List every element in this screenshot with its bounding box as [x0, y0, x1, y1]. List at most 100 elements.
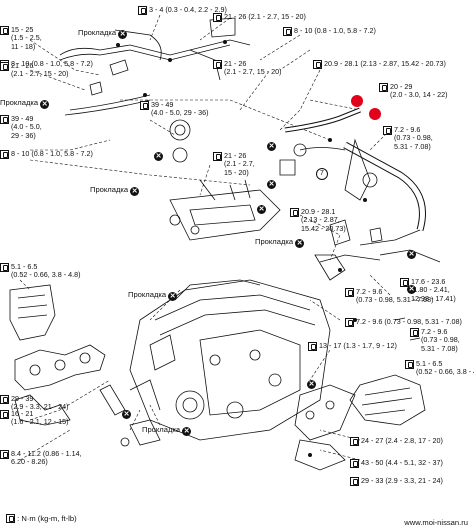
- torque-spec-line: 5.31 - 7.08): [421, 343, 458, 353]
- gasket-label: Прокладка✕: [255, 237, 305, 248]
- circled-x-icon: ✕: [307, 380, 316, 389]
- torque-spec-line: (2.1 - 2.7, 15 - 20): [11, 69, 69, 79]
- torque-spec-label: 20.9 - 28.1 (2.13 - 2.87, 15.42 - 20.73): [313, 59, 446, 69]
- torque-wrench-icon: [313, 60, 322, 69]
- circled-x-icon: ✕: [168, 292, 178, 301]
- highlight-marker: [351, 95, 363, 107]
- torque-spec-label: 21 - 26(2.1 - 2.7, 15 - 20): [213, 59, 282, 77]
- torque-spec-line: 5.1 - 6.5: [416, 359, 443, 368]
- torque-spec-line: 21 - 26 (2.1 - 2.7, 15 - 20): [224, 12, 306, 21]
- torque-wrench-icon: [0, 395, 9, 404]
- circled-x-icon: ✕: [267, 142, 276, 151]
- torque-wrench-icon: [6, 514, 15, 523]
- torque-spec-line: 5.1 - 6.5: [11, 262, 38, 271]
- torque-spec-label: 16 - 21(1.6 - 2.1, 12 - 15): [0, 409, 69, 427]
- torque-spec-line: 43 - 50 (4.4 - 5.1, 32 - 37): [361, 458, 443, 467]
- torque-spec-line: 8 - 10 (0.8 - 1.0, 5.8 - 7.2): [11, 59, 93, 68]
- torque-wrench-icon: [0, 263, 9, 272]
- torque-spec-label: 8.4 - 11.2 (0.86 - 1.14,6.20 - 8.26): [0, 449, 82, 467]
- circled-x-icon: ✕: [407, 285, 416, 294]
- torque-spec-line: (0.73 - 0.98,: [394, 133, 433, 143]
- circled-x-icon: ✕: [267, 180, 276, 189]
- torque-wrench-icon: [308, 342, 317, 351]
- torque-spec-line: 16 - 21: [11, 409, 34, 418]
- torque-spec-label: 8 - 10 (0.8 - 1.0, 5.8 - 7.2): [283, 26, 376, 36]
- torque-spec-line: (0.73 - 0.98, 5.31 - 7.08): [356, 295, 434, 305]
- torque-spec-line: 29 - 36): [11, 130, 36, 140]
- gasket-label: Прокладка✕: [0, 98, 50, 109]
- torque-spec-label: 21 - 26(2.1 - 2.7,15 - 20): [213, 151, 255, 177]
- torque-spec-label: 8 - 10 (0.8 - 1.0, 5.8 - 7.2): [0, 149, 93, 159]
- torque-spec-line: 20.9 - 28.1 (2.13 - 2.87, 15.42 - 20.73): [324, 59, 446, 68]
- gasket-label: Прокладка✕: [128, 290, 178, 301]
- torque-wrench-icon: [290, 208, 299, 217]
- torque-spec-line: 29 - 33 (2.9 - 3.3, 21 - 24): [361, 476, 443, 485]
- torque-spec-line: 7.2 - 9.6: [421, 327, 448, 336]
- circled-x-icon: ✕: [257, 205, 266, 214]
- torque-spec-line: 13 - 17 (1.3 - 1.7, 9 - 12): [319, 341, 397, 350]
- torque-spec-line: (1.5 - 2.5,: [11, 33, 42, 43]
- torque-spec-line: 6.20 - 8.26): [11, 457, 48, 467]
- torque-spec-line: (4.0 - 5.0,: [11, 122, 42, 132]
- torque-spec-label: 39 - 49(4.0 - 5.0, 29 - 36): [140, 100, 209, 118]
- torque-spec-line: 21 - 26: [11, 61, 34, 70]
- circled-x-icon: ✕: [118, 30, 128, 39]
- torque-wrench-icon: [410, 328, 419, 337]
- torque-wrench-icon: [0, 150, 9, 159]
- circled-x-icon: ✕: [407, 250, 416, 259]
- torque-spec-line: (1.80 - 2.41,: [411, 285, 450, 295]
- torque-spec-line: 20 - 29: [390, 82, 413, 91]
- torque-spec-label: 7.2 - 9.6(0.73 - 0.98,5.31 - 7.08): [383, 125, 433, 151]
- torque-wrench-icon: [405, 360, 414, 369]
- circled-x-icon: ✕: [122, 410, 131, 419]
- torque-spec-label: 7.2 - 9.6(0.73 - 0.98,5.31 - 7.08): [410, 327, 460, 353]
- torque-wrench-icon: [213, 60, 222, 69]
- torque-spec-label: 29 - 39(2.9 - 3.3, 21 - 24): [0, 394, 69, 412]
- units-note: : N·m (kg-m, ft-lb): [6, 514, 77, 523]
- torque-wrench-icon: [400, 278, 409, 287]
- torque-wrench-icon: [379, 83, 388, 92]
- torque-wrench-icon: [350, 437, 359, 446]
- torque-spec-line: 7.2 - 9.6: [394, 125, 421, 134]
- torque-spec-label: 15 - 25(1.5 - 2.5,11 - 18): [0, 25, 42, 51]
- torque-spec-label: 7.2 - 9.6 (0.73 - 0.98, 5.31 - 7.08): [345, 317, 462, 327]
- site-watermark: www.moi-nissan.ru: [404, 518, 468, 527]
- torque-wrench-icon: [283, 27, 292, 36]
- circled-x-icon: ✕: [182, 427, 192, 436]
- torque-spec-line: (0.73 - 0.98,: [421, 335, 460, 345]
- torque-wrench-icon: [138, 6, 147, 15]
- torque-spec-line: (2.1 - 2.7,: [224, 159, 255, 169]
- torque-spec-label: 17.6 - 23.6(1.80 - 2.41,12.98 - 17.41): [400, 277, 456, 303]
- torque-wrench-icon: [350, 459, 359, 468]
- torque-spec-line: 8 - 10 (0.8 - 1.0, 5.8 - 7.2): [294, 26, 376, 35]
- torque-spec-label: 3 - 4 (0.3 - 0.4, 2.2 - 2.9): [138, 5, 227, 15]
- torque-spec-line: 15 - 20): [224, 167, 249, 177]
- torque-wrench-icon: [0, 26, 9, 35]
- torque-wrench-icon: [345, 288, 354, 297]
- torque-spec-line: 12.98 - 17.41): [411, 293, 456, 303]
- highlight-marker: [369, 108, 381, 120]
- torque-spec-line: 29 - 39: [11, 394, 34, 403]
- torque-wrench-icon: [213, 152, 222, 161]
- gasket-label: Прокладка✕: [78, 28, 128, 39]
- torque-spec-line: 21 - 26: [224, 151, 247, 160]
- torque-spec-label: 43 - 50 (4.4 - 5.1, 32 - 37): [350, 458, 443, 468]
- torque-spec-line: (2.9 - 3.3, 21 - 24): [11, 402, 69, 412]
- torque-spec-line: 39 - 49: [11, 114, 34, 123]
- circled-x-icon: ✕: [295, 239, 305, 248]
- torque-spec-label: 5.1 - 6.5(0.52 - 0.66, 3.8 - 4.8): [405, 359, 474, 377]
- circled-x-icon: ✕: [40, 100, 50, 109]
- torque-spec-label: 39 - 49(4.0 - 5.0,29 - 36): [0, 114, 42, 140]
- part-reference-number: 7: [316, 168, 328, 180]
- torque-spec-label: 7.2 - 9.6(0.73 - 0.98, 5.31 - 7.08): [345, 287, 434, 305]
- torque-wrench-icon: [383, 126, 392, 135]
- torque-spec-label: 24 - 27 (2.4 - 2.8, 17 - 20): [350, 436, 443, 446]
- gasket-label: Прокладка✕: [90, 185, 140, 196]
- torque-wrench-icon: [345, 318, 354, 327]
- torque-spec-label: 5.1 - 6.5(0.52 - 0.66, 3.8 - 4.8): [0, 262, 81, 280]
- torque-spec-line: (0.52 - 0.66, 3.8 - 4.8): [11, 270, 81, 280]
- torque-spec-line: 5.31 - 7.08): [394, 141, 431, 151]
- circled-x-icon: ✕: [130, 187, 140, 196]
- torque-spec-line: (1.6 - 2.1, 12 - 15): [11, 417, 69, 427]
